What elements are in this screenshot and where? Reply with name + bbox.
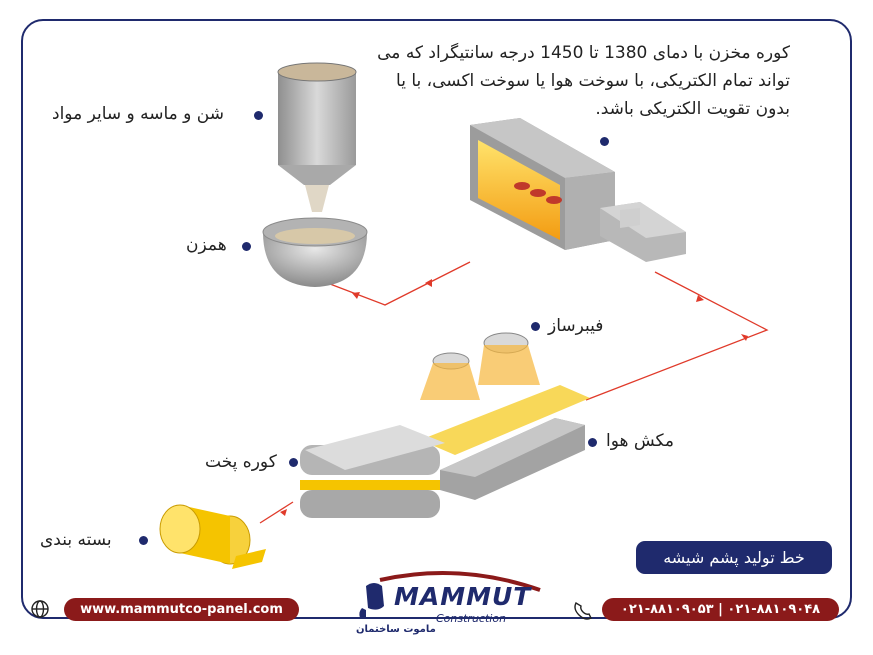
furnace-description: کوره مخزن با دمای 1380 تا 1450 درجه سانت… bbox=[377, 43, 790, 119]
bullet-dot bbox=[531, 322, 540, 331]
insulation-roll bbox=[159, 504, 266, 569]
diagram-frame bbox=[21, 19, 852, 619]
mixer-bowl bbox=[262, 217, 368, 287]
brand-swoosh bbox=[379, 570, 541, 592]
bullet-dot bbox=[242, 242, 251, 251]
bullet-dot bbox=[254, 111, 263, 120]
label-curing-oven: کوره پخت bbox=[205, 452, 277, 472]
bullet-dot bbox=[600, 137, 609, 146]
label-fiberizer: فیبرساز bbox=[548, 316, 604, 336]
label-mixer: همزن bbox=[186, 235, 227, 255]
bullet-dot bbox=[289, 458, 298, 467]
mammut-logo-icon bbox=[359, 583, 384, 618]
brand-name: MAMMUT bbox=[394, 582, 532, 611]
globe-icon bbox=[31, 600, 49, 618]
brand-persian: ماموت ساختمان bbox=[356, 624, 436, 635]
air-suction-chamber bbox=[420, 385, 590, 500]
phone-numbers[interactable]: ۰۲۱-۸۸۱۰۹۰۵۳ | ۰۲۱-۸۸۱۰۹۰۴۸ bbox=[602, 598, 839, 621]
label-packaging: بسته بندی bbox=[40, 530, 112, 550]
label-sand: شن و ماسه و سایر مواد bbox=[52, 104, 224, 124]
sand-hopper bbox=[277, 62, 357, 212]
bullet-dot bbox=[139, 536, 148, 545]
diagram-title: خط تولید پشم شیشه bbox=[636, 541, 832, 574]
phone-icon bbox=[574, 602, 592, 620]
website-link[interactable]: www.mammutco-panel.com bbox=[64, 598, 299, 621]
furnace bbox=[470, 118, 686, 262]
bullet-dot bbox=[588, 438, 597, 447]
label-air-suction: مکش هوا bbox=[606, 431, 675, 451]
brand-block: MAMMUT Construction ماموت ساختمان bbox=[356, 578, 530, 642]
flow-arrows bbox=[280, 279, 748, 516]
brand-subtitle: Construction bbox=[436, 612, 507, 625]
flow-lines bbox=[259, 261, 769, 524]
curing-oven bbox=[300, 425, 445, 518]
fiberizers bbox=[420, 332, 540, 400]
